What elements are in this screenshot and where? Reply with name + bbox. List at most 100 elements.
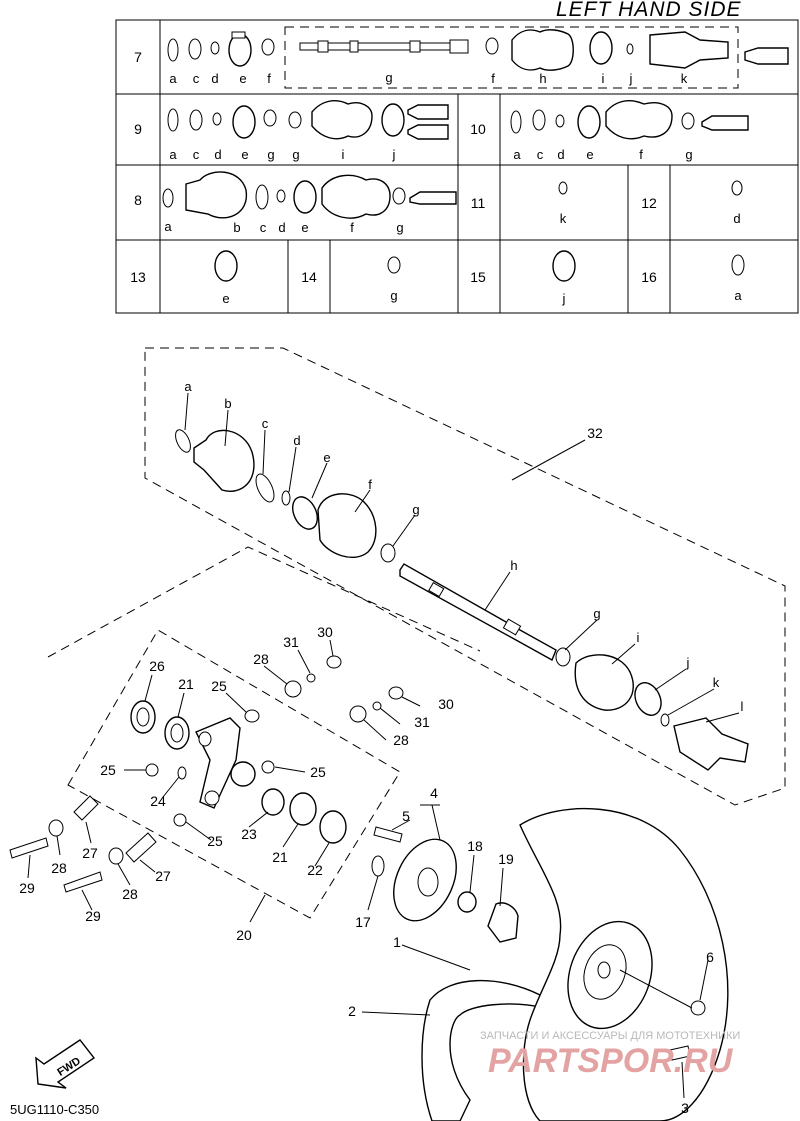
callout-g: g bbox=[412, 502, 419, 517]
callout-24: 24 bbox=[150, 793, 166, 809]
row15-letter: j bbox=[562, 291, 566, 306]
row-number-10: 10 bbox=[470, 121, 486, 137]
callout-30: 30 bbox=[438, 696, 454, 712]
row9-letters: a c d e g g i j bbox=[169, 147, 395, 162]
callout-1: 1 bbox=[393, 934, 401, 950]
row10-parts bbox=[510, 100, 749, 140]
callout-31: 31 bbox=[414, 714, 430, 730]
row9-parts bbox=[167, 100, 449, 140]
row11-letter: k bbox=[560, 211, 567, 226]
row7-dashed-group bbox=[284, 26, 739, 89]
callout-5: 5 bbox=[402, 808, 410, 824]
callout-b: b bbox=[233, 220, 240, 235]
callout-f: f bbox=[639, 147, 643, 162]
callout-e: e bbox=[323, 450, 330, 465]
callout-k: k bbox=[681, 71, 688, 86]
row-number-7: 7 bbox=[134, 49, 142, 65]
row12-part bbox=[731, 180, 743, 196]
row16-part bbox=[731, 254, 745, 276]
row8-letters: a b c d e f g bbox=[164, 219, 403, 235]
callout-h: h bbox=[510, 558, 517, 573]
callout-19: 19 bbox=[498, 851, 514, 867]
callout-e: e bbox=[241, 147, 248, 162]
knuckle-assembly: 20 bbox=[9, 546, 481, 943]
row13-part bbox=[214, 250, 238, 282]
callout-3: 3 bbox=[681, 1100, 689, 1116]
callout-30: 30 bbox=[317, 624, 333, 640]
row-number-15: 15 bbox=[470, 269, 486, 285]
row-number-12: 12 bbox=[641, 195, 657, 211]
row14-part bbox=[387, 256, 401, 274]
callout-29: 29 bbox=[85, 908, 101, 924]
callout-d: d bbox=[214, 147, 221, 162]
callout-a: a bbox=[164, 219, 172, 234]
callout-i: i bbox=[602, 71, 605, 86]
callout-g: g bbox=[685, 147, 692, 162]
callout-d: d bbox=[293, 433, 300, 448]
callout-f: f bbox=[491, 71, 495, 86]
row-number-14: 14 bbox=[301, 269, 317, 285]
callout-a: a bbox=[184, 379, 192, 394]
callout-c: c bbox=[193, 71, 200, 86]
callout-21: 21 bbox=[178, 676, 194, 692]
hub-and-wheel: 4 5 18 19 17 1 2 6 3 bbox=[348, 785, 729, 1121]
callout-b: b bbox=[224, 396, 231, 411]
row11-part bbox=[558, 181, 568, 195]
callout-d: d bbox=[557, 147, 564, 162]
row-number-16: 16 bbox=[641, 269, 657, 285]
callout-e: e bbox=[239, 71, 246, 86]
callout-i: i bbox=[342, 147, 345, 162]
callout-26: 26 bbox=[149, 658, 165, 674]
callout-f: f bbox=[368, 477, 372, 492]
callout-31: 31 bbox=[283, 634, 299, 650]
callout-e: e bbox=[301, 220, 308, 235]
callout-28: 28 bbox=[122, 886, 138, 902]
callout-l: l bbox=[741, 699, 744, 714]
callout-6: 6 bbox=[706, 949, 714, 965]
callout-g: g bbox=[267, 147, 274, 162]
row-number-13: 13 bbox=[130, 269, 146, 285]
callout-g: g bbox=[292, 147, 299, 162]
callout-a: a bbox=[513, 147, 521, 162]
callout-j: j bbox=[629, 71, 633, 86]
row7-letters: a c d e f g f h i j k bbox=[169, 70, 687, 86]
diagram-code: 5UG1110-C350 bbox=[10, 1102, 99, 1117]
callout-28: 28 bbox=[253, 651, 269, 667]
callout-25: 25 bbox=[100, 762, 116, 778]
callout-c: c bbox=[262, 416, 269, 431]
callout-25: 25 bbox=[211, 678, 227, 694]
callout-g: g bbox=[396, 220, 403, 235]
callout-c: c bbox=[260, 220, 267, 235]
watermark-subtitle: ЗАПЧАСТИ И АКСЕССУАРЫ ДЛЯ МОТОТЕХНИКИ bbox=[480, 1030, 740, 1042]
callout-h: h bbox=[539, 71, 546, 86]
row14-letter: g bbox=[390, 288, 397, 303]
callout-2: 2 bbox=[348, 1003, 356, 1019]
callout-27: 27 bbox=[155, 868, 171, 884]
callout-f: f bbox=[267, 71, 271, 86]
drive-shaft-assembly: 32 a bbox=[144, 347, 786, 806]
callout-4: 4 bbox=[430, 785, 438, 801]
callout-25: 25 bbox=[310, 764, 326, 780]
fwd-arrow: FWD bbox=[35, 1039, 96, 1089]
callout-17: 17 bbox=[355, 914, 371, 930]
row7-parts bbox=[167, 29, 789, 71]
callout-20: 20 bbox=[236, 927, 252, 943]
callout-c: c bbox=[193, 147, 200, 162]
callout-f: f bbox=[350, 220, 354, 235]
callout-23: 23 bbox=[241, 826, 257, 842]
row10-letters: a c d e f g bbox=[513, 147, 692, 162]
callout-27: 27 bbox=[82, 845, 98, 861]
callout-i: i bbox=[637, 630, 640, 645]
row-number-8: 8 bbox=[134, 192, 142, 208]
callout-25: 25 bbox=[207, 833, 223, 849]
callout-a: a bbox=[169, 71, 177, 86]
callout-28: 28 bbox=[393, 732, 409, 748]
watermark-brand: PARTSPOR.RU bbox=[488, 1042, 734, 1080]
callout-e: e bbox=[586, 147, 593, 162]
callout-g: g bbox=[593, 606, 600, 621]
callout-a: a bbox=[169, 147, 177, 162]
callout-18: 18 bbox=[467, 838, 483, 854]
row15-part bbox=[552, 250, 576, 282]
callout-g: g bbox=[385, 70, 392, 85]
